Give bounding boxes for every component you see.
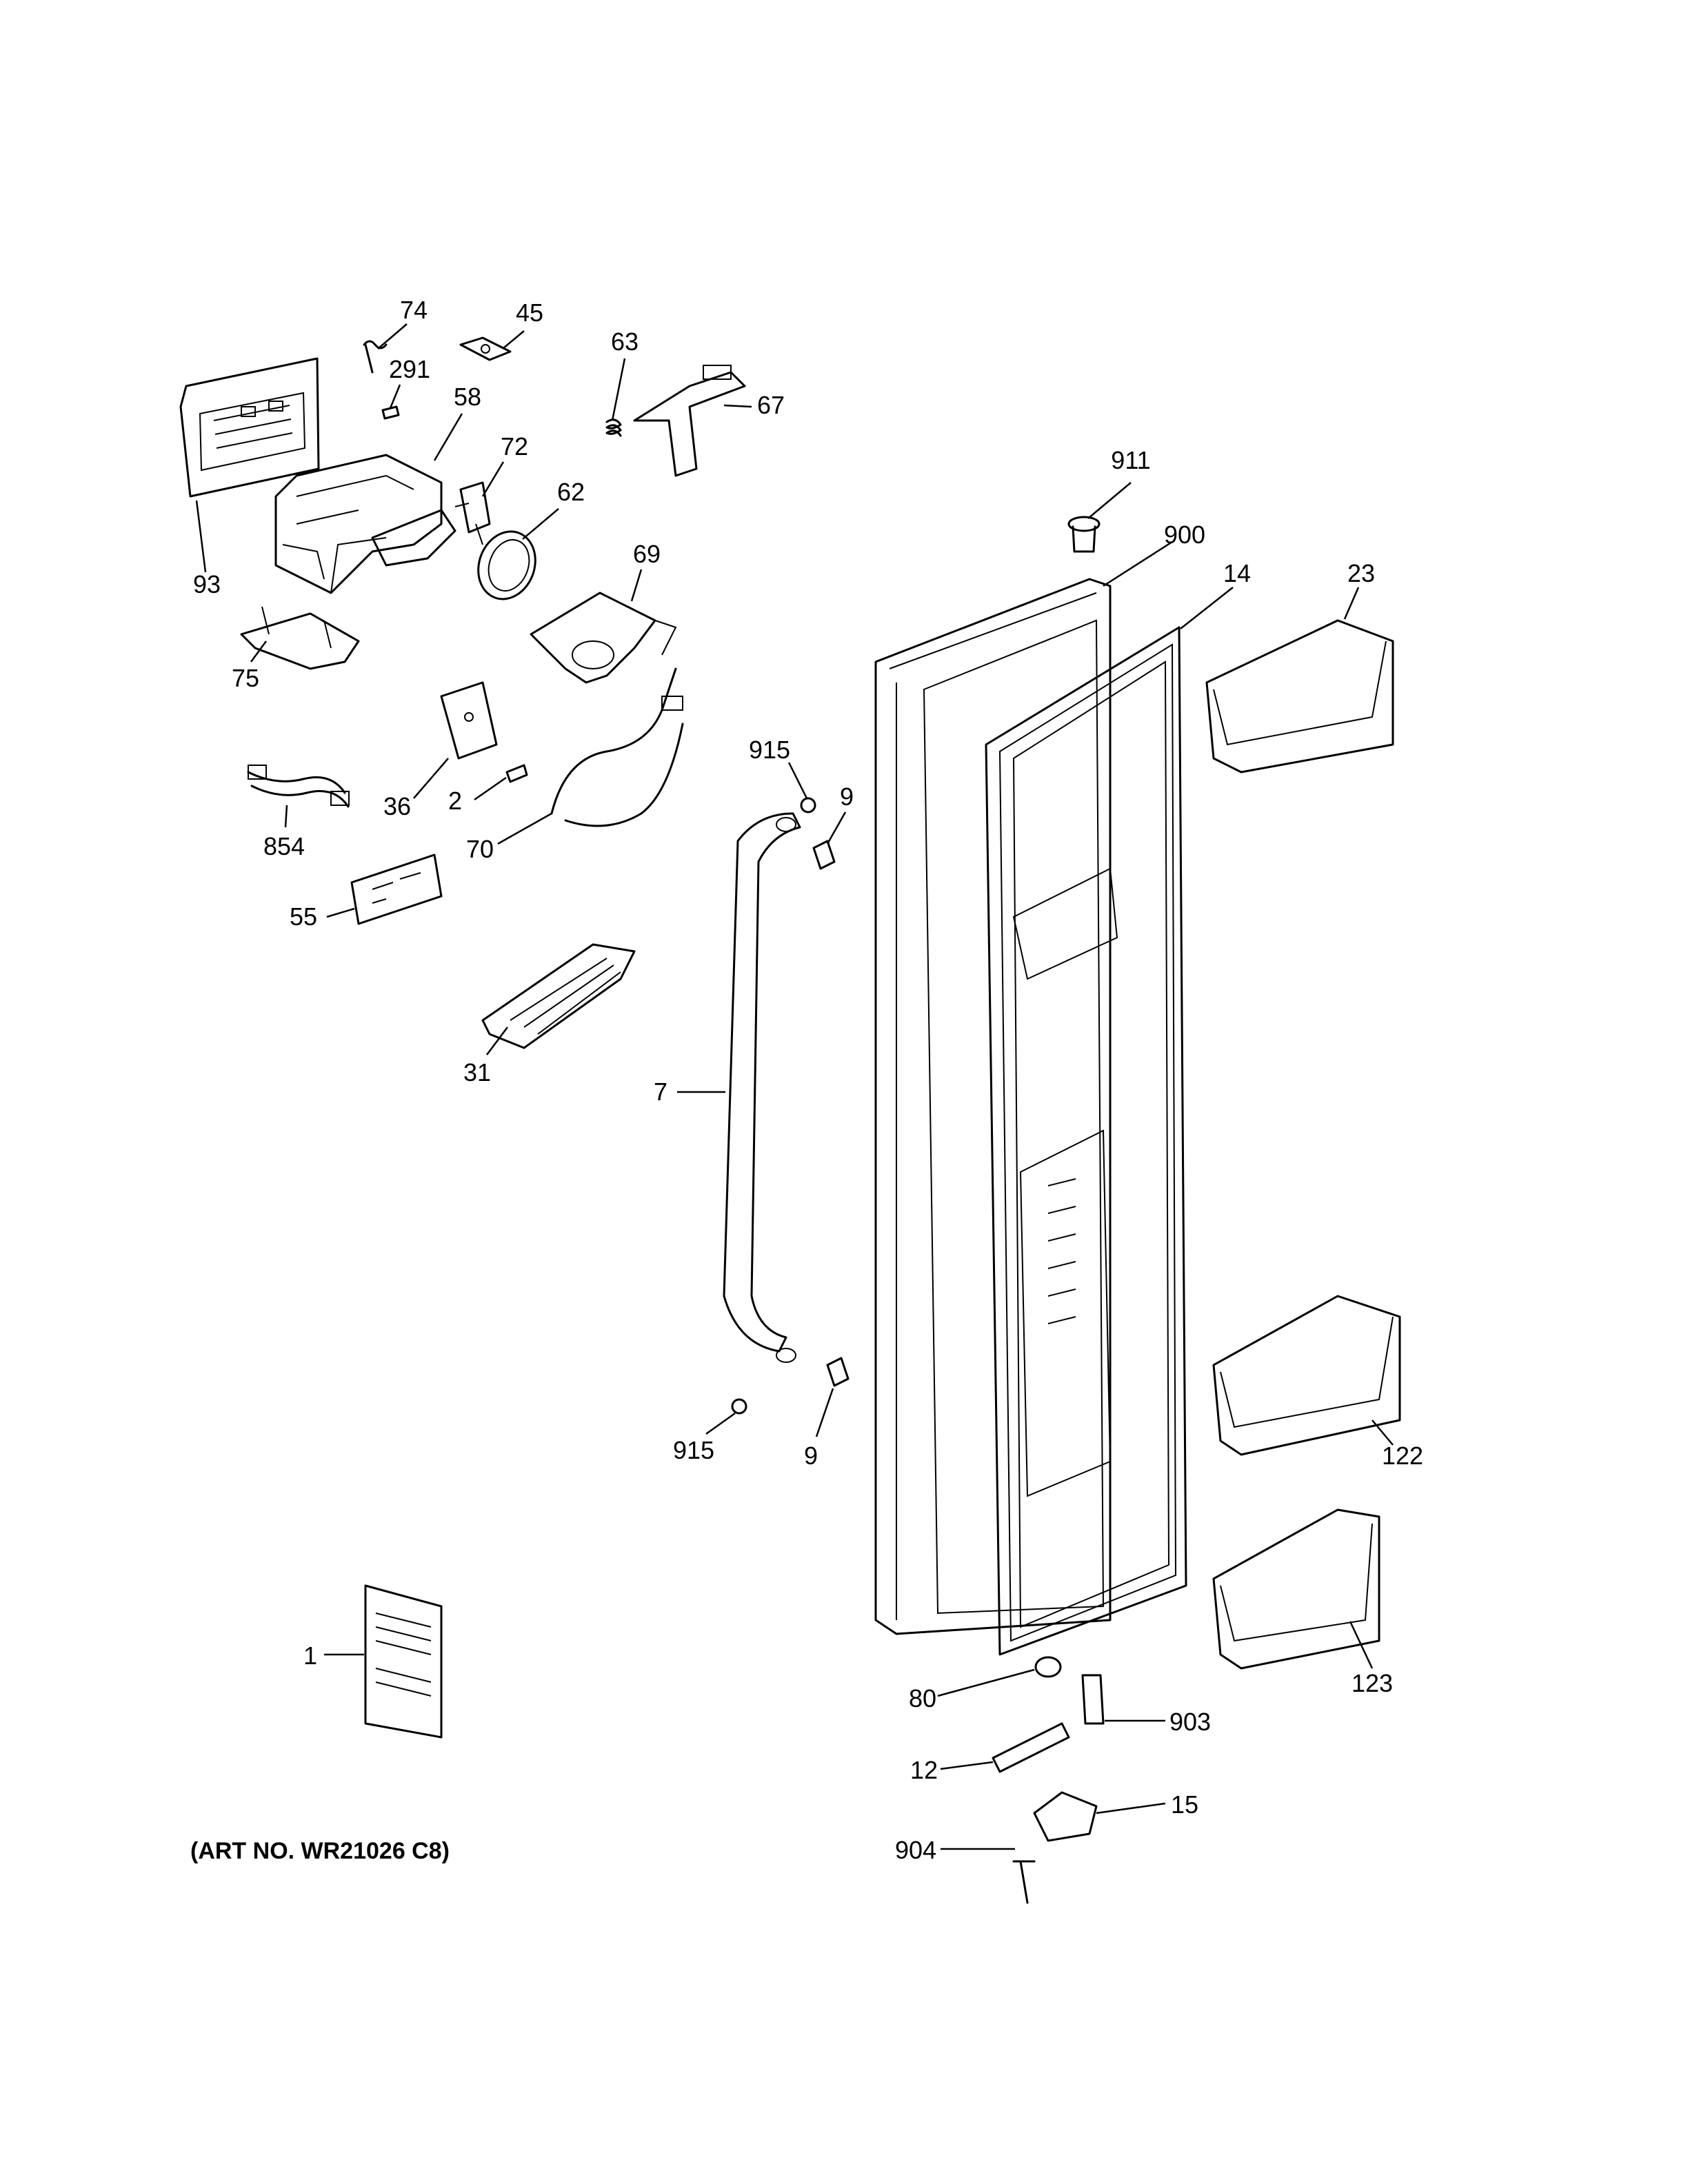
callout-1: 1	[303, 1641, 317, 1670]
part-904-screw	[1012, 1860, 1036, 1904]
part-93-dispenser-control-panel	[179, 357, 320, 498]
part-67-lever	[633, 365, 746, 477]
callout-854: 854	[263, 832, 305, 860]
part-75-cover	[240, 606, 360, 670]
part-2-screw	[505, 764, 528, 783]
callout-45: 45	[516, 299, 543, 327]
part-123-door-bin	[1212, 1508, 1380, 1670]
callout-36: 36	[383, 792, 411, 820]
part-58-dispenser-housing	[274, 454, 456, 594]
part-55-control-board	[350, 853, 443, 925]
callout-904: 904	[895, 1836, 936, 1864]
callout-903: 903	[1169, 1708, 1211, 1736]
callout-9-bottom: 9	[804, 1442, 818, 1470]
part-9-top-screw	[812, 840, 836, 870]
callout-14: 14	[1223, 559, 1251, 587]
part-23-door-bin	[1205, 619, 1394, 774]
part-291-screw	[381, 405, 400, 420]
callout-23: 23	[1347, 559, 1375, 587]
callout-122: 122	[1382, 1442, 1423, 1470]
part-1-owners-manual	[364, 1584, 443, 1739]
callout-7: 7	[654, 1078, 667, 1106]
callout-12: 12	[910, 1756, 938, 1784]
callout-80: 80	[909, 1684, 936, 1712]
part-63-spring	[605, 418, 622, 437]
callout-31: 31	[463, 1058, 491, 1086]
part-903-hinge-pin	[1081, 1674, 1105, 1725]
callout-911: 911	[1111, 446, 1150, 474]
callout-55: 55	[290, 902, 317, 931]
part-122-door-bin	[1212, 1295, 1401, 1456]
art-number-label: (ART NO. WR21026 C8)	[190, 1838, 450, 1864]
callout-93: 93	[193, 570, 221, 598]
part-15-hinge	[1033, 1791, 1098, 1842]
callout-2: 2	[448, 787, 462, 815]
callout-69: 69	[633, 540, 661, 568]
part-69-funnel	[530, 592, 677, 684]
part-70-wire-harness	[550, 667, 684, 827]
part-915-top-plug	[800, 797, 816, 813]
part-854-harness	[247, 765, 350, 808]
part-74-spring	[363, 340, 388, 374]
callout-915-bottom: 915	[673, 1436, 714, 1464]
leader-lines	[195, 323, 1394, 1850]
callout-123: 123	[1352, 1669, 1393, 1697]
part-80-bushing	[1034, 1656, 1062, 1678]
callout-75: 75	[232, 664, 259, 692]
callout-58: 58	[454, 383, 481, 411]
callout-9-top: 9	[840, 782, 854, 811]
part-45-bracket	[459, 336, 512, 361]
callout-62: 62	[557, 478, 585, 506]
callout-74: 74	[400, 296, 428, 324]
part-7-handle	[723, 812, 801, 1363]
callout-labels: 74 45 63 67 291 58 72 62 911 900 14 23 9…	[193, 296, 1423, 1864]
part-14-door-gasket	[985, 626, 1187, 1656]
part-900-door	[874, 578, 1112, 1635]
callout-72: 72	[501, 432, 528, 461]
part-9-bottom-screw	[826, 1357, 850, 1387]
callout-67: 67	[757, 391, 785, 419]
callout-900: 900	[1164, 520, 1205, 549]
part-12-shim	[992, 1722, 1070, 1773]
part-915-bottom-plug	[731, 1398, 747, 1415]
callout-915-top: 915	[749, 736, 790, 764]
callout-291: 291	[389, 355, 430, 383]
callout-63: 63	[611, 327, 639, 356]
part-62-ring	[477, 530, 536, 600]
part-911-cap	[1067, 516, 1101, 553]
callout-15: 15	[1171, 1790, 1198, 1819]
part-36-bracket	[440, 681, 498, 760]
part-31-drip-tray	[481, 943, 636, 1049]
part-72-switch	[454, 481, 491, 545]
callout-70: 70	[466, 835, 494, 863]
